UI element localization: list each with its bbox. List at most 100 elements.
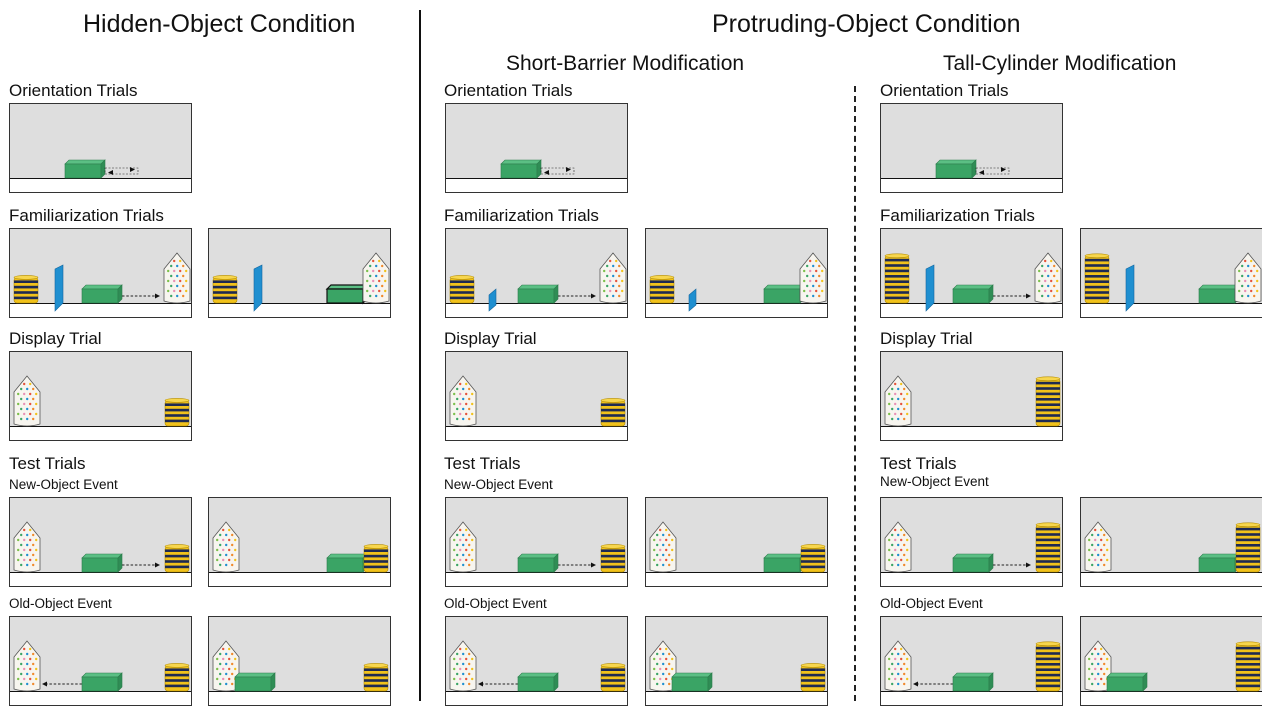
hidden-new-object-scene-b — [208, 497, 391, 587]
dotted-cone-icon — [163, 252, 191, 304]
blue-barrier-icon — [925, 264, 935, 312]
motion-arrow-icon — [558, 562, 596, 568]
short-display-label: Display Trial — [444, 329, 537, 348]
striped-cylinder-icon — [13, 275, 39, 304]
motion-arrow-icon — [975, 167, 1010, 175]
tall-old-object-label: Old-Object Event — [880, 596, 983, 611]
striped-cylinder-icon — [164, 398, 190, 427]
striped-cylinder-icon — [649, 275, 675, 304]
dotted-cone-icon — [13, 640, 41, 692]
green-box-icon — [763, 284, 805, 304]
dotted-cone-icon — [1034, 252, 1062, 304]
short-orientation-label: Orientation Trials — [444, 81, 573, 100]
striped-cylinder-icon — [1235, 641, 1261, 692]
dotted-cone-icon — [1234, 252, 1262, 304]
motion-arrow-icon — [913, 681, 953, 687]
tall-old-object-scene-b — [1080, 616, 1262, 706]
hidden-old-object-scene-b — [208, 616, 391, 706]
dotted-cone-icon — [13, 375, 41, 427]
striped-cylinder-icon — [1084, 253, 1110, 304]
short-new-object-label: New-Object Event — [444, 477, 553, 492]
tall-familiarization-scene-b — [1080, 228, 1262, 318]
dotted-cone-icon — [649, 521, 677, 573]
green-box-icon — [952, 672, 994, 692]
green-box-icon — [952, 284, 994, 304]
short-display-scene — [445, 351, 628, 441]
tall-old-object-scene-a — [880, 616, 1063, 706]
hidden-familiarization-scene-a — [9, 228, 192, 318]
striped-cylinder-icon — [800, 663, 826, 692]
striped-cylinder-icon — [600, 398, 626, 427]
blue-barrier-icon — [1125, 264, 1135, 312]
striped-cylinder-icon — [1035, 376, 1061, 427]
dotted-cone-icon — [449, 375, 477, 427]
tall-familiarization-label: Familiarization Trials — [880, 206, 1035, 225]
hidden-old-object-scene-a — [9, 616, 192, 706]
motion-arrow-icon — [993, 293, 1031, 299]
green-box-icon — [81, 553, 123, 573]
modification-divider — [854, 86, 856, 701]
dotted-cone-icon — [1084, 521, 1112, 573]
dotted-cone-icon — [599, 252, 627, 304]
dotted-cone-icon — [649, 640, 677, 692]
hidden-condition-title: Hidden-Object Condition — [83, 10, 356, 38]
striped-cylinder-icon — [1035, 522, 1061, 573]
striped-cylinder-icon — [164, 663, 190, 692]
tall-orientation-label: Orientation Trials — [880, 81, 1009, 100]
green-box-icon — [1198, 284, 1240, 304]
dotted-cone-icon — [449, 521, 477, 573]
striped-cylinder-icon — [600, 663, 626, 692]
striped-cylinder-icon — [363, 544, 389, 573]
green-box-icon — [935, 159, 977, 179]
short-new-object-scene-a — [445, 497, 628, 587]
hidden-display-scene — [9, 351, 192, 441]
short-orientation-scene — [445, 103, 628, 193]
dotted-cone-icon — [13, 521, 41, 573]
striped-cylinder-icon — [1235, 522, 1261, 573]
dotted-cone-icon — [1084, 640, 1112, 692]
hidden-old-object-label: Old-Object Event — [9, 596, 112, 611]
tall-new-object-scene-a — [880, 497, 1063, 587]
hidden-new-object-label: New-Object Event — [9, 477, 118, 492]
green-box-icon — [671, 672, 713, 692]
tall-cylinder-title: Tall-Cylinder Modification — [943, 52, 1177, 75]
motion-arrow-icon — [42, 681, 82, 687]
green-box-icon — [81, 284, 123, 304]
green-box-icon — [517, 284, 559, 304]
hidden-new-object-scene-a — [9, 497, 192, 587]
green-box-icon — [81, 672, 123, 692]
motion-arrow-icon — [104, 167, 139, 175]
dotted-cone-icon — [799, 252, 827, 304]
striped-cylinder-icon — [449, 275, 475, 304]
motion-arrow-icon — [478, 681, 518, 687]
short-old-object-scene-b — [645, 616, 828, 706]
dotted-cone-icon — [884, 521, 912, 573]
striped-cylinder-icon — [800, 544, 826, 573]
tall-new-object-scene-b — [1080, 497, 1262, 587]
hidden-test-label: Test Trials — [9, 454, 86, 473]
dotted-cone-icon — [884, 375, 912, 427]
green-box-icon — [1106, 672, 1148, 692]
motion-arrow-icon — [540, 167, 575, 175]
motion-arrow-icon — [993, 562, 1031, 568]
dotted-cone-icon — [884, 640, 912, 692]
green-box-icon — [500, 159, 542, 179]
tall-familiarization-scene-a — [880, 228, 1063, 318]
protruding-condition-title: Protruding-Object Condition — [712, 10, 1021, 38]
blue-barrier-icon — [488, 288, 497, 312]
short-old-object-label: Old-Object Event — [444, 596, 547, 611]
green-box-icon — [1198, 553, 1240, 573]
green-box-icon — [325, 283, 369, 305]
short-test-label: Test Trials — [444, 454, 521, 473]
striped-cylinder-icon — [363, 663, 389, 692]
short-barrier-title: Short-Barrier Modification — [506, 52, 745, 75]
dotted-cone-icon — [449, 640, 477, 692]
motion-arrow-icon — [122, 293, 160, 299]
striped-cylinder-icon — [600, 544, 626, 573]
motion-arrow-icon — [558, 293, 596, 299]
hidden-familiarization-label: Familiarization Trials — [9, 206, 164, 225]
striped-cylinder-icon — [1035, 641, 1061, 692]
hidden-familiarization-scene-b — [208, 228, 391, 318]
tall-orientation-scene — [880, 103, 1063, 193]
green-box-icon — [64, 159, 106, 179]
